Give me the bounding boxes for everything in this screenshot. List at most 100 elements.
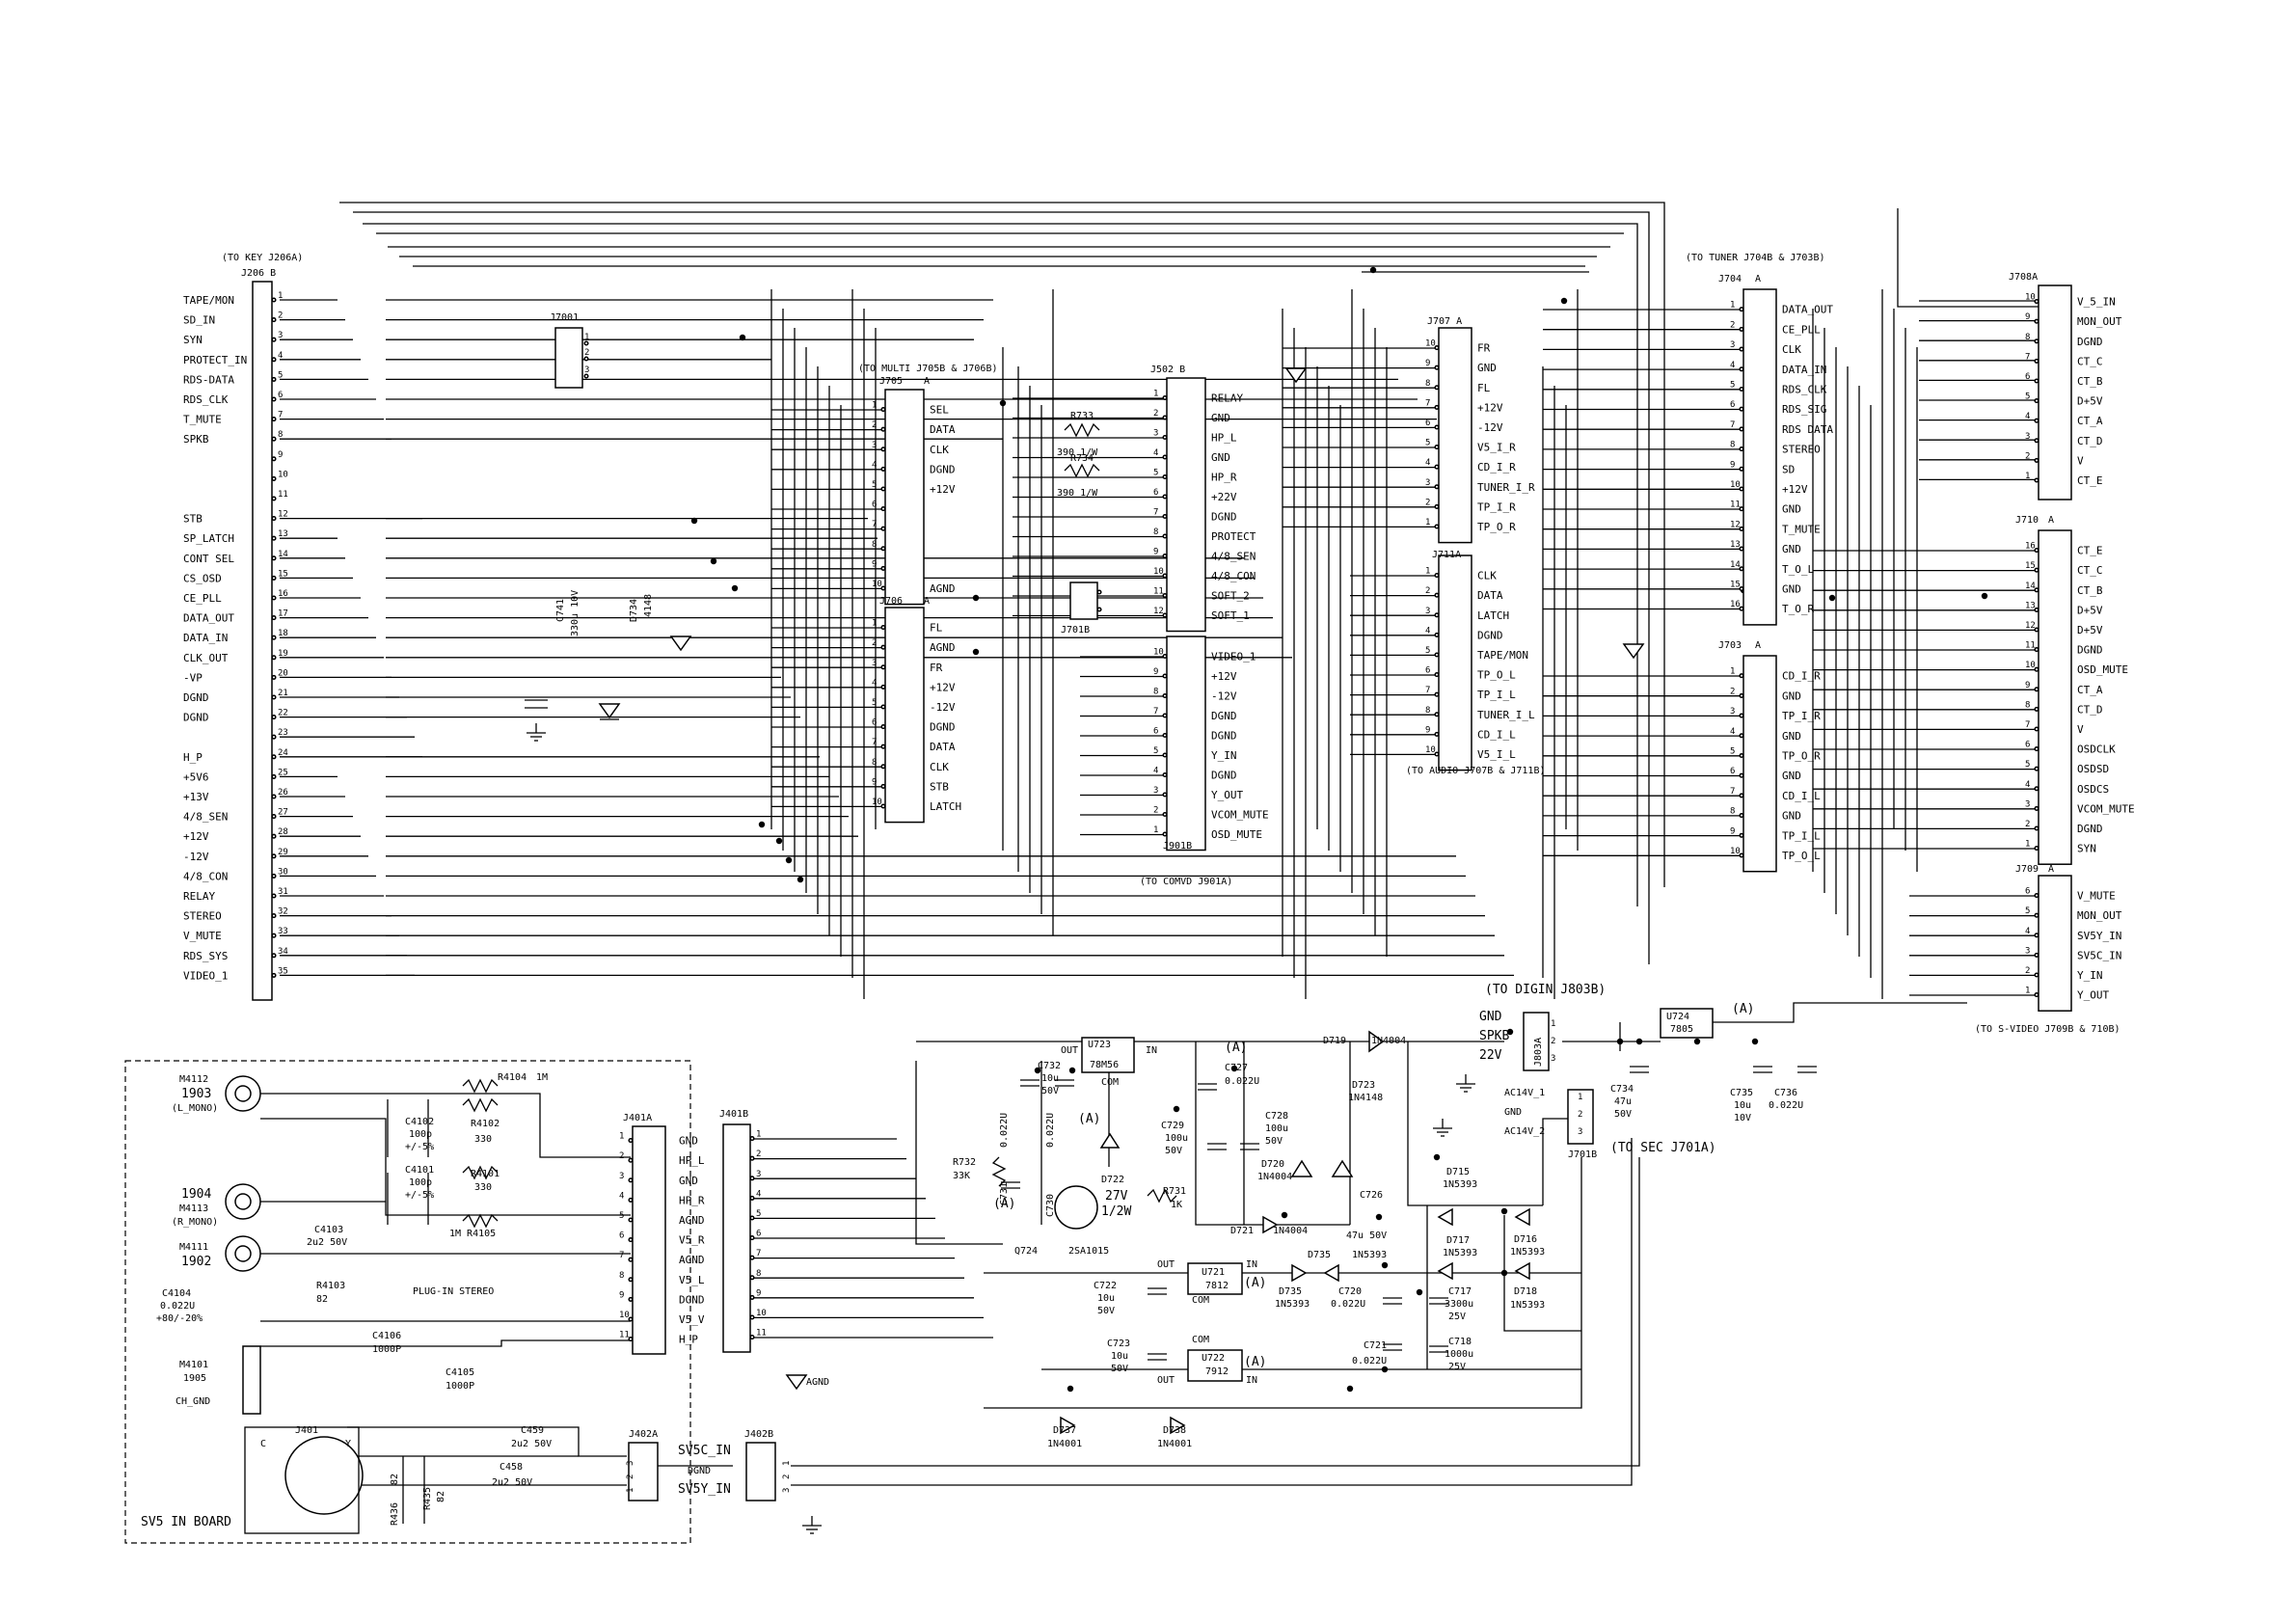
c727-value: 0.022U — [1225, 1076, 1259, 1087]
marker-a-4: (A) — [1244, 1276, 1266, 1290]
d716-value: 1N5393 — [1510, 1247, 1545, 1258]
pin-label: Y_IN — [1211, 749, 1237, 762]
pin-label: V5_R — [679, 1234, 705, 1247]
pin-number: 1 — [782, 1461, 792, 1466]
pin-marker — [880, 704, 886, 710]
pin-number: 1 — [1425, 518, 1430, 527]
u722-name: U722 — [1202, 1353, 1225, 1364]
j803a-connector — [1523, 1012, 1550, 1071]
pin-marker — [628, 1197, 634, 1203]
diode-icon — [1060, 1416, 1076, 1435]
d737-name: D737 — [1053, 1425, 1076, 1436]
pin-label: DGND — [1211, 710, 1237, 722]
c717-v1: 3300u — [1445, 1299, 1473, 1310]
marker-a-1: (A) — [1225, 1041, 1247, 1055]
d717-name: D717 — [1446, 1235, 1470, 1246]
pin-number: 6 — [872, 500, 877, 510]
pin-label: FR — [930, 662, 943, 674]
pin-label: -12V — [183, 851, 209, 863]
pin-label: Y_IN — [2077, 969, 2103, 982]
junction-dot — [1981, 592, 1988, 600]
pin-marker — [1162, 454, 1168, 460]
m4113-note: (R_MONO) — [172, 1217, 218, 1228]
pin-marker — [1096, 607, 1102, 612]
pin-marker — [1162, 533, 1168, 539]
junction-dot — [1506, 1028, 1514, 1036]
pin-number: 2 — [1730, 320, 1735, 330]
jack-icon — [234, 1193, 252, 1210]
pin-marker — [1739, 585, 1744, 592]
pin-marker — [271, 734, 277, 740]
pin-marker — [1434, 672, 1440, 678]
c728-name: C728 — [1265, 1111, 1288, 1122]
wire — [1713, 1002, 1967, 1023]
m4111-name: M4111 — [179, 1242, 208, 1253]
pin-marker — [1739, 466, 1744, 472]
pin-label: CT_E — [2077, 474, 2103, 487]
m4101-name: M4101 — [179, 1360, 208, 1370]
pin-label: DATA_IN — [1782, 364, 1826, 376]
pin-label: HP_L — [1211, 432, 1237, 445]
c4102-v2: +/-5% — [405, 1142, 434, 1152]
pin-number: 6 — [2025, 887, 2030, 897]
j703-title: J703 — [1718, 640, 1742, 651]
pin-label: SPKB — [183, 433, 209, 446]
pin-marker — [1739, 566, 1744, 572]
m4101-sub: 1905 — [183, 1373, 206, 1384]
pin-marker — [2034, 952, 2039, 958]
pin-label: MON_OUT — [2077, 909, 2122, 922]
pin-label: CT_D — [2077, 703, 2103, 716]
c718-v1: 1000u — [1445, 1349, 1473, 1360]
j206b-connector — [252, 281, 273, 1001]
pin-number: 23 — [278, 728, 288, 738]
j706a-connector — [884, 607, 925, 824]
pin-marker — [2034, 666, 2039, 672]
wire — [1616, 1157, 1640, 1467]
pin-marker — [2034, 746, 2039, 752]
mini-din-icon — [284, 1436, 364, 1515]
junction-dot — [1068, 1067, 1076, 1074]
pin-number: 7 — [1425, 686, 1430, 695]
pin-marker — [1739, 446, 1744, 452]
c731-value: 0.022U — [999, 1113, 1010, 1148]
pin-marker — [628, 1138, 634, 1144]
pin-marker — [1434, 484, 1440, 490]
pin-label: SD — [1782, 463, 1795, 475]
j701b-footer-note: (TO SEC J701A) — [1610, 1141, 1716, 1155]
pin-label: CS_OSD — [183, 572, 222, 584]
r435-value: 82 — [436, 1491, 446, 1502]
pin-number: 5 — [872, 480, 877, 490]
c4106-value: 1000P — [372, 1344, 401, 1355]
resistor-icon — [1064, 422, 1100, 438]
pin-label: SD_IN — [183, 314, 215, 327]
pin-label: AC14V_1 — [1504, 1088, 1545, 1098]
d718-value: 1N5393 — [1510, 1300, 1545, 1311]
pin-number: 5 — [619, 1211, 624, 1221]
pin-number: 2 — [782, 1474, 792, 1479]
pin-marker — [271, 953, 277, 959]
pin-number: 5 — [1153, 469, 1158, 478]
pin-label: GND — [1211, 451, 1230, 464]
pin-marker — [1162, 692, 1168, 699]
pin-label: RDS-DATA — [183, 373, 234, 386]
pin-marker — [2034, 627, 2039, 633]
j711-title: J711A — [1432, 550, 1461, 560]
m4111-sub: 1902 — [181, 1255, 211, 1269]
pin-marker — [271, 555, 277, 561]
diode-icon — [1170, 1416, 1186, 1435]
pin-label: DATA_OUT — [1782, 304, 1833, 316]
mini-din-frame — [244, 1426, 360, 1534]
c735-v2: 10V — [1734, 1113, 1751, 1123]
pin-marker — [271, 933, 277, 938]
junction-dot — [731, 584, 739, 592]
wire — [1503, 1215, 1581, 1332]
d734-value: 4148 — [643, 594, 654, 617]
pin-label: VCOM_MUTE — [1211, 809, 1269, 822]
diode-icon — [1290, 1159, 1313, 1177]
pin-marker — [271, 635, 277, 640]
c4103-value: 2u2 50V — [307, 1237, 347, 1248]
pin-number: 6 — [1730, 767, 1735, 776]
pin-number: 28 — [278, 827, 288, 837]
wire — [1407, 1041, 1543, 1206]
pin-number: 3 — [1730, 707, 1735, 717]
